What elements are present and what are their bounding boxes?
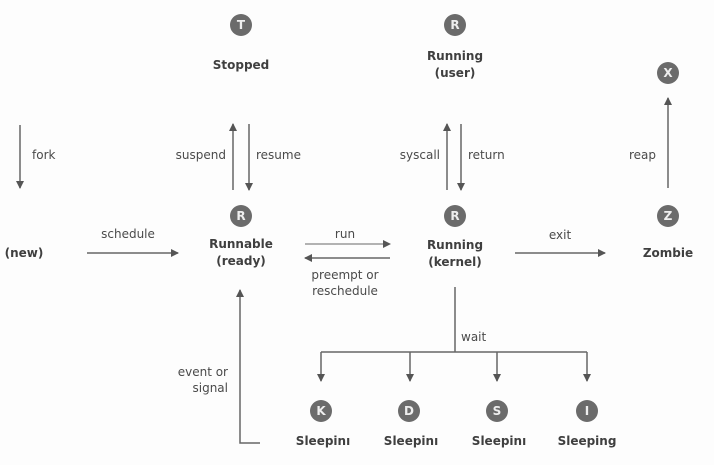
stopped-label: Stopped bbox=[212, 58, 270, 72]
sleep-s-label: Sleepinı bbox=[471, 434, 527, 448]
event-label-1: event or bbox=[177, 365, 228, 379]
running-kernel-label-2: (kernel) bbox=[428, 255, 482, 269]
running-user-label: Running (user) bbox=[427, 48, 483, 82]
return-label: return bbox=[468, 148, 505, 162]
event-arrow bbox=[236, 289, 260, 444]
preempt-label-2: reschedule bbox=[312, 284, 378, 298]
sleep-s-badge: S bbox=[486, 400, 508, 422]
sleep-k-badge: K bbox=[310, 400, 332, 422]
running-kernel-label: Running (kernel) bbox=[427, 237, 483, 271]
stopped-badge: T bbox=[230, 14, 252, 36]
runnable-label-1: Runnable bbox=[209, 237, 273, 251]
runnable-badge: R bbox=[230, 205, 252, 227]
new-label: (new) bbox=[4, 246, 44, 260]
zombie-badge: Z bbox=[657, 205, 679, 227]
sleep-k-label: Sleepinı bbox=[295, 434, 351, 448]
running-user-label-2: (user) bbox=[434, 66, 476, 80]
running-kernel-label-1: Running bbox=[426, 238, 484, 252]
suspend-label: suspend bbox=[175, 148, 226, 162]
sleep-i-badge: I bbox=[576, 400, 598, 422]
syscall-label: syscall bbox=[399, 148, 440, 162]
reap-label: reap bbox=[628, 148, 656, 162]
runnable-label-2: (ready) bbox=[216, 254, 266, 268]
schedule-label: schedule bbox=[101, 227, 155, 241]
sleep-d-badge: D bbox=[398, 400, 420, 422]
event-label-2: signal bbox=[192, 381, 229, 395]
run-label: run bbox=[334, 227, 356, 241]
resume-label: resume bbox=[256, 148, 301, 162]
dead-badge: X bbox=[657, 62, 679, 84]
wait-label: wait bbox=[461, 330, 487, 344]
exit-label: exit bbox=[548, 228, 572, 242]
running-user-label-1: Running bbox=[426, 49, 484, 63]
preempt-label-1: preempt or bbox=[311, 268, 379, 282]
sleep-i-label: Sleeping bbox=[557, 434, 617, 448]
fork-label: fork bbox=[32, 148, 56, 162]
sleep-d-label: Sleepinı bbox=[383, 434, 439, 448]
runnable-label: Runnable (ready) bbox=[209, 236, 273, 270]
running-user-badge: R bbox=[444, 14, 466, 36]
zombie-label: Zombie bbox=[642, 246, 694, 260]
running-kernel-badge: R bbox=[444, 205, 466, 227]
